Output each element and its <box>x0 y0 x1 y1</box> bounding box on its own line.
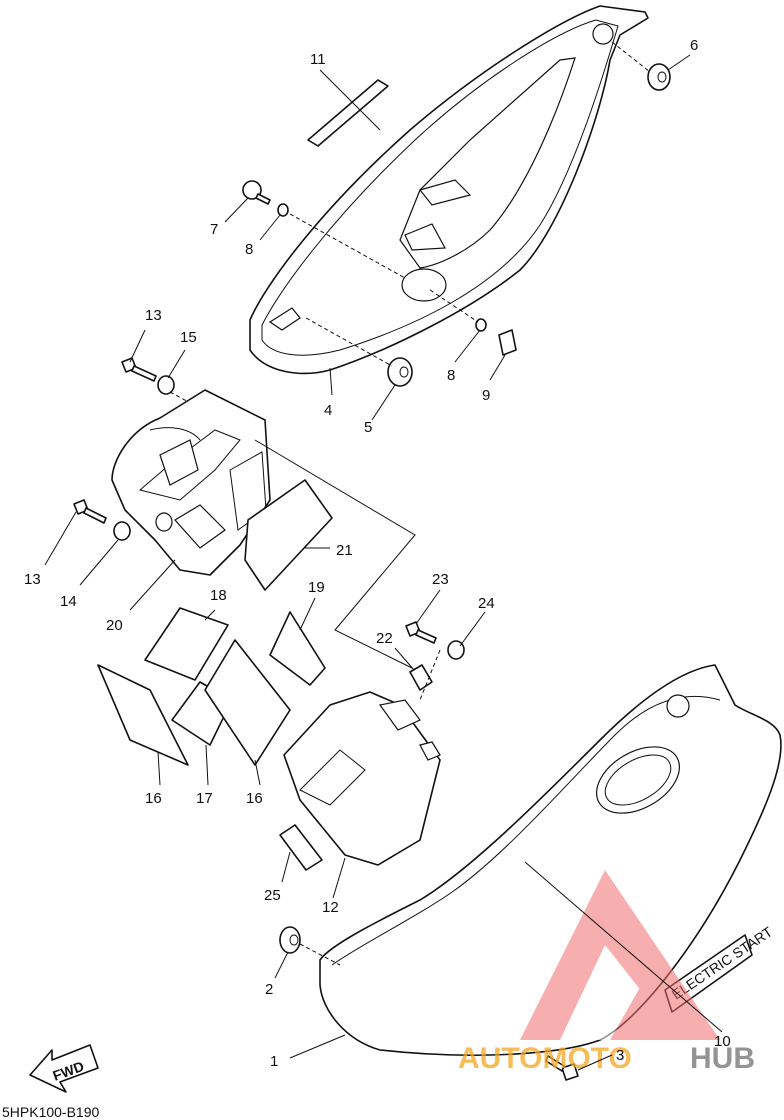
callout-20: 20 <box>106 617 123 634</box>
callout-12: 12 <box>322 899 339 916</box>
callout-13a: 13 <box>145 307 162 324</box>
bolt-13-upper <box>121 357 157 382</box>
clip-9 <box>498 329 517 356</box>
callout-numbers: 11 6 7 8 13 15 8 9 4 5 21 13 14 20 23 18… <box>24 37 731 1070</box>
watermark-logo <box>520 870 720 1040</box>
callout-5: 5 <box>364 419 372 436</box>
decal-strip <box>307 79 389 147</box>
collar-14 <box>113 521 131 541</box>
pad-18 <box>144 607 229 681</box>
callout-8a: 8 <box>245 241 253 258</box>
callout-24: 24 <box>478 595 495 612</box>
callout-14: 14 <box>60 593 77 610</box>
callout-3: 3 <box>616 1047 624 1064</box>
callout-2: 2 <box>265 981 273 998</box>
grommet-5 <box>387 357 413 387</box>
callout-21: 21 <box>336 542 353 559</box>
fwd-arrow: FWD <box>29 1044 99 1093</box>
collar-15 <box>157 375 175 395</box>
callout-18: 18 <box>210 587 227 604</box>
callout-7: 7 <box>210 221 218 238</box>
screw-7 <box>242 180 271 205</box>
grommet-2 <box>279 926 301 954</box>
callout-6: 6 <box>690 37 698 54</box>
washer-8-upper <box>277 203 289 217</box>
callout-16a: 16 <box>145 790 162 807</box>
bolt-23 <box>405 621 437 644</box>
callout-13b: 13 <box>24 571 41 588</box>
callout-16b: 16 <box>246 790 263 807</box>
callout-15: 15 <box>180 329 197 346</box>
callout-17: 17 <box>196 790 213 807</box>
bolt-13-lower <box>73 499 107 524</box>
callout-22: 22 <box>376 630 393 647</box>
pad-19 <box>269 611 326 686</box>
pad-16-left <box>97 664 189 766</box>
watermark-text-2: HUB <box>690 1042 755 1075</box>
pad-16-right <box>204 639 291 766</box>
callout-1: 1 <box>270 1053 278 1070</box>
callout-4: 4 <box>324 402 332 419</box>
pad-21 <box>244 479 333 591</box>
leader-lines <box>44 54 723 1071</box>
callout-9: 9 <box>482 387 490 404</box>
side-cover-upper <box>249 5 649 375</box>
callout-23: 23 <box>432 571 449 588</box>
washer-8-lower <box>475 318 487 332</box>
bolt-3 <box>545 1055 579 1081</box>
callout-11: 11 <box>310 51 326 68</box>
grommet-6 <box>647 63 671 91</box>
bracket-12 <box>283 691 441 866</box>
side-cover-lower <box>319 664 782 1056</box>
callout-25: 25 <box>264 887 281 904</box>
callout-8b: 8 <box>447 367 455 384</box>
pad-25 <box>279 824 323 871</box>
watermark-text-1: AUTOMOTO <box>458 1042 632 1075</box>
battery-box-20 <box>111 389 271 576</box>
callout-19: 19 <box>308 579 325 596</box>
callout-10: 10 <box>714 1033 731 1050</box>
diagram-code: 5HPK100-B190 <box>2 1104 100 1120</box>
